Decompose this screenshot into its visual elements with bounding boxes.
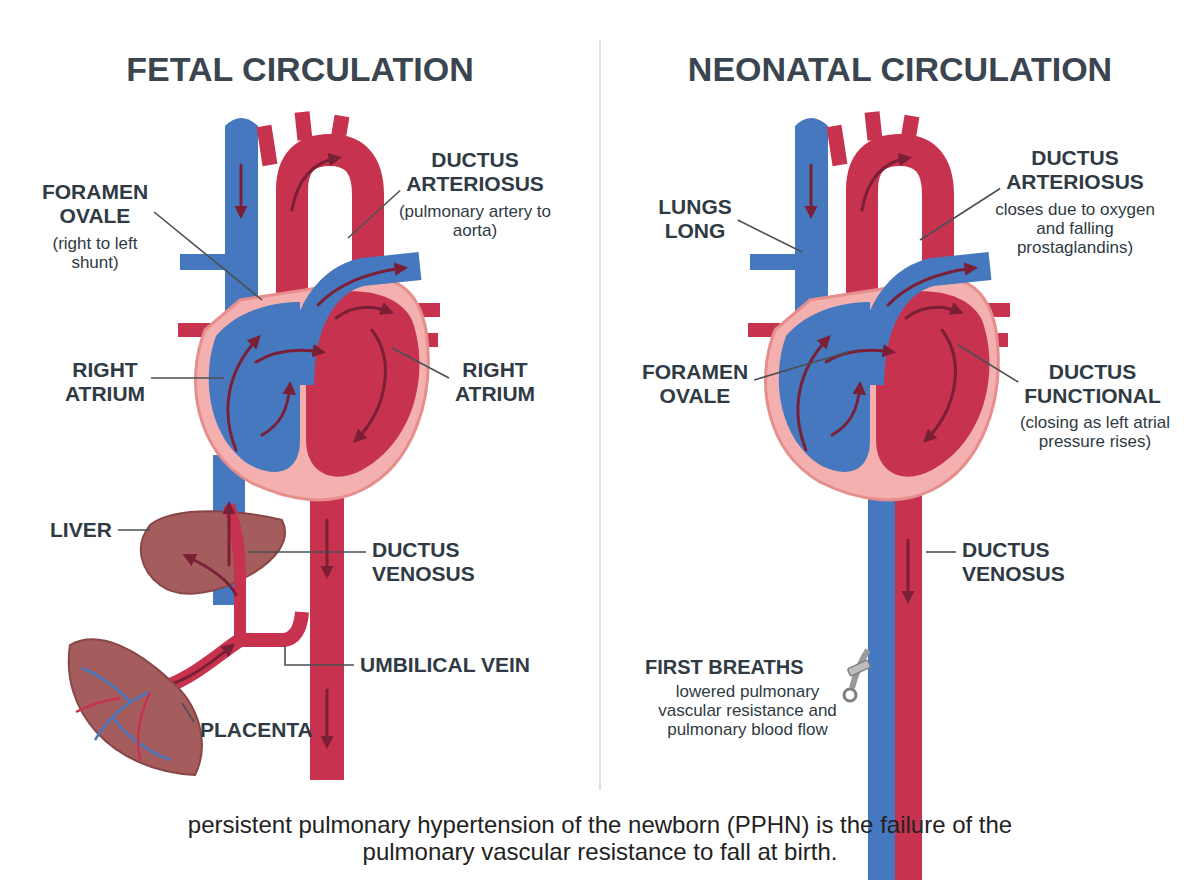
part-label: LIVER	[50, 518, 130, 542]
flow-arrow	[326, 690, 329, 745]
leader-line	[392, 348, 449, 378]
part-note: (right to left shunt)	[30, 234, 160, 272]
part-note: lowered pulmonary vascular resistance an…	[645, 682, 850, 739]
flow-arrow	[907, 540, 910, 600]
part-label: FORAMEN OVALE	[20, 180, 170, 227]
cord-clamp	[847, 660, 870, 677]
part-label: DUCTUS ARTERIOSUS	[390, 148, 560, 195]
part-label: DUCTUS FUNCTIONAL	[1010, 360, 1175, 407]
part-label: PLACENTA	[200, 718, 330, 742]
part-label: RIGHT ATRIUM	[440, 358, 550, 405]
flow-arrow	[172, 646, 232, 684]
leader-line	[958, 345, 1018, 382]
leader-line	[348, 191, 400, 238]
flow-arrow	[228, 505, 231, 565]
leader-line	[754, 352, 848, 380]
part-label: FIRST BREATHS	[645, 656, 845, 678]
panel-title: NEONATAL CIRCULATION	[630, 50, 1170, 88]
placenta	[69, 639, 202, 775]
leader-line	[154, 212, 262, 300]
flow-arrow	[326, 520, 329, 575]
cord-clamp	[844, 689, 856, 701]
heart	[178, 112, 440, 500]
heart	[748, 112, 1010, 500]
ductus-venosus	[229, 505, 240, 640]
leader-line	[926, 551, 956, 553]
leader-line	[248, 551, 366, 553]
leader-line	[118, 529, 150, 531]
part-label: FORAMEN OVALE	[635, 360, 755, 407]
part-label: DUCTUS ARTERIOSUS	[990, 146, 1160, 193]
caption: persistent pulmonary hypertension of the…	[150, 812, 1050, 866]
umbilical-vein	[150, 612, 302, 692]
part-label: RIGHT ATRIUM	[50, 358, 160, 405]
part-label: DUCTUS VENOSUS	[962, 538, 1087, 585]
placenta-vessels	[82, 668, 170, 760]
leader-line	[182, 703, 194, 722]
part-label: LUNGS LONG	[640, 195, 750, 242]
panel-title: FETAL CIRCULATION	[60, 50, 540, 88]
flow-arrow	[186, 556, 236, 595]
placenta-vessels	[76, 692, 150, 760]
part-note: closes due to oxygen and falling prostag…	[995, 200, 1155, 257]
descending-aorta	[310, 455, 344, 780]
panel-divider	[599, 40, 601, 790]
leader-line	[920, 189, 1000, 240]
leader-line	[738, 220, 802, 252]
part-note: (pulmonary artery to aorta)	[395, 202, 555, 240]
part-note: (closing as left atrial pressure rises)	[1015, 413, 1175, 451]
leader-line	[151, 377, 224, 379]
part-label: UMBILICAL VEIN	[360, 653, 592, 677]
part-label: DUCTUS VENOSUS	[372, 538, 497, 585]
leader-line	[285, 646, 354, 665]
